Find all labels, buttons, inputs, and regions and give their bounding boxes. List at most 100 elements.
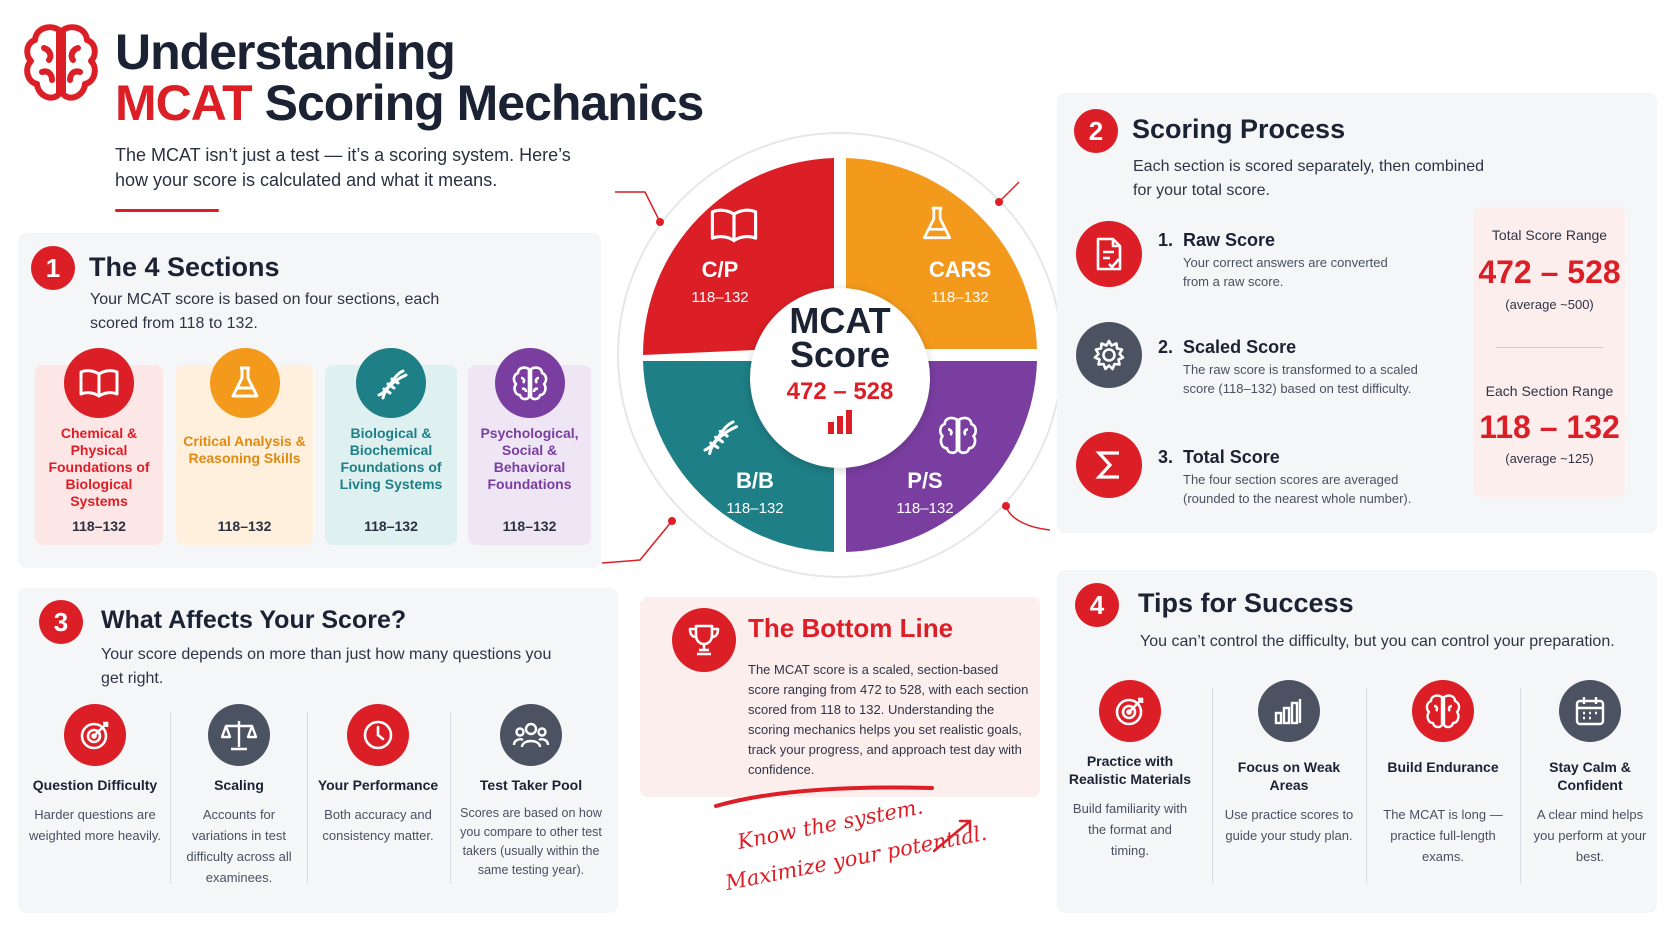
factor-title: Test Taker Pool: [479, 777, 583, 793]
tip-practice: Practice with Realistic Materials Build …: [1068, 680, 1192, 861]
factor-desc: Both accuracy and consistency matter.: [322, 807, 434, 843]
section-tile-cars: Critical Analysis & Reasoning Skills 118…: [176, 348, 313, 545]
center-score-range: 472 – 528: [786, 378, 894, 405]
donut-center: MCAT Score 472 – 528: [750, 288, 930, 468]
factor-title: Question Difficulty: [32, 777, 158, 793]
section-tile-cp: Chemical & Physical Foundations of Biolo…: [35, 348, 163, 545]
factor-title: Your Performance: [317, 777, 439, 793]
bottom-line-text: The MCAT score is a scaled, section-base…: [748, 662, 1029, 777]
tip-desc: The MCAT is long — practice full-length …: [1383, 807, 1503, 864]
arrow-icon: [932, 819, 972, 853]
factor-desc: Harder questions are weighted more heavi…: [29, 807, 161, 843]
section-tile-bb: Biological & Biochemical Foundations of …: [325, 348, 457, 545]
tips-desc: You can’t control the difficulty, but yo…: [1140, 633, 1615, 650]
brain-icon: [937, 415, 979, 460]
factors-number-badge: 3: [39, 600, 83, 644]
tips-number-badge: 4: [1075, 583, 1119, 627]
factor-question-difficulty: Question Difficulty Harder questions are…: [28, 704, 162, 846]
sections-desc: Your MCAT score is based on four section…: [90, 291, 440, 332]
flask-icon: [920, 205, 954, 248]
book-icon: [64, 348, 134, 418]
center-title-line1: MCAT: [789, 300, 891, 341]
column-divider: [1212, 688, 1213, 884]
segment-abbr: B/B: [736, 468, 774, 493]
score-range-box: Total Score Range 472 – 528 (average ~50…: [1474, 207, 1625, 497]
page-title-line1: Understanding: [115, 24, 456, 80]
step-desc: The raw score is transformed to a scaled…: [1183, 362, 1418, 396]
title-rest: Scoring Mechanics: [251, 75, 705, 131]
page-subtitle: The MCAT isn’t just a test — it’s a scor…: [115, 145, 571, 190]
donut-label-bb: B/B 118–132: [700, 468, 810, 517]
dna-icon: [698, 415, 740, 462]
section-range: 118–132: [364, 518, 418, 534]
step-number: 3.: [1158, 447, 1174, 467]
tip-endurance: Build Endurance The MCAT is long — pract…: [1378, 680, 1508, 867]
factor-test-taker-pool: Test Taker Pool Scores are based on how …: [456, 704, 606, 880]
column-divider: [450, 712, 451, 884]
segment-range: 118–132: [726, 500, 784, 517]
tip-title: Build Endurance: [1387, 759, 1499, 775]
tip-desc: Use practice scores to guide your study …: [1224, 807, 1354, 843]
connector-ps: [1002, 502, 1051, 531]
total-range-average: (average ~500): [1505, 297, 1594, 312]
section-range: 118–132: [72, 518, 126, 534]
trophy-icon: [672, 608, 736, 672]
section-name: Chemical & Physical Foundations of Biolo…: [48, 425, 150, 509]
factor-desc: Accounts for variations in test difficul…: [186, 807, 292, 885]
book-icon: [710, 207, 758, 248]
brain-icon: [494, 348, 565, 418]
target-icon: [1099, 680, 1161, 742]
step-desc: The four section scores are averaged (ro…: [1183, 472, 1412, 506]
column-divider: [1520, 688, 1521, 884]
bar-chart-icon: [1258, 680, 1320, 742]
factor-desc: Scores are based on how you compare to o…: [460, 806, 602, 877]
dna-icon: [356, 348, 426, 418]
tip-title: Focus on Weak Areas: [1237, 759, 1341, 793]
process-number-badge: 2: [1074, 109, 1118, 153]
section-range: 118–132: [502, 518, 557, 534]
tip-title: Practice with Realistic Materials: [1068, 753, 1192, 787]
donut-segment-cars: [846, 158, 1037, 349]
step-title: Raw Score: [1183, 230, 1276, 250]
process-title: Scoring Process: [1132, 114, 1346, 144]
section-range-label: Each Section Range: [1485, 383, 1614, 399]
section-range-value: 118 – 132: [1479, 409, 1620, 445]
column-divider: [170, 712, 171, 884]
brain-icon: [1412, 680, 1474, 742]
factor-title: Scaling: [214, 777, 264, 793]
flask-icon: [209, 348, 280, 418]
tips-card: [1057, 570, 1657, 913]
segment-abbr: CARS: [928, 257, 992, 282]
donut-label-cars: CARS 118–132: [905, 257, 1015, 306]
section-name: Psychological, Social & Behavioral Found…: [480, 425, 579, 492]
segment-abbr: C/P: [701, 257, 739, 282]
section-range-average: (average ~125): [1505, 451, 1594, 466]
tip-stay-calm: Stay Calm & Confident A clear mind helps…: [1530, 680, 1650, 867]
process-desc: Each section is scored separately, then …: [1133, 158, 1485, 199]
brain-logo-icon: [22, 22, 100, 106]
document-icon: [1076, 221, 1142, 287]
section-number-badge: 1: [31, 246, 75, 290]
people-icon: [500, 704, 562, 766]
tip-title: Stay Calm & Confident: [1549, 759, 1631, 793]
title-underline: [115, 209, 219, 212]
segment-abbr: P/S: [907, 468, 943, 493]
target-icon: [64, 704, 126, 766]
step-number: 1.: [1158, 230, 1174, 250]
calendar-icon: [1559, 680, 1621, 742]
factor-scaling: Scaling Accounts for variations in test …: [178, 704, 300, 888]
factors-title: What Affects Your Score?: [101, 606, 407, 634]
bar-chart-icon: [828, 410, 852, 434]
column-divider: [1366, 688, 1367, 884]
step-title-raw: 1. Raw Score: [1158, 230, 1275, 251]
brush-underline: [714, 785, 934, 808]
total-range-value: 472 – 528: [1478, 254, 1621, 290]
step-desc: Your correct answers are converted from …: [1183, 255, 1388, 289]
center-title-line2: Score: [789, 334, 891, 375]
bottom-line-title: The Bottom Line: [748, 613, 954, 643]
step-number: 2.: [1158, 337, 1174, 357]
section-range: 118–132: [217, 518, 272, 534]
page-title-line2: MCAT Scoring Mechanics: [115, 75, 705, 131]
segment-range: 118–132: [931, 289, 989, 306]
